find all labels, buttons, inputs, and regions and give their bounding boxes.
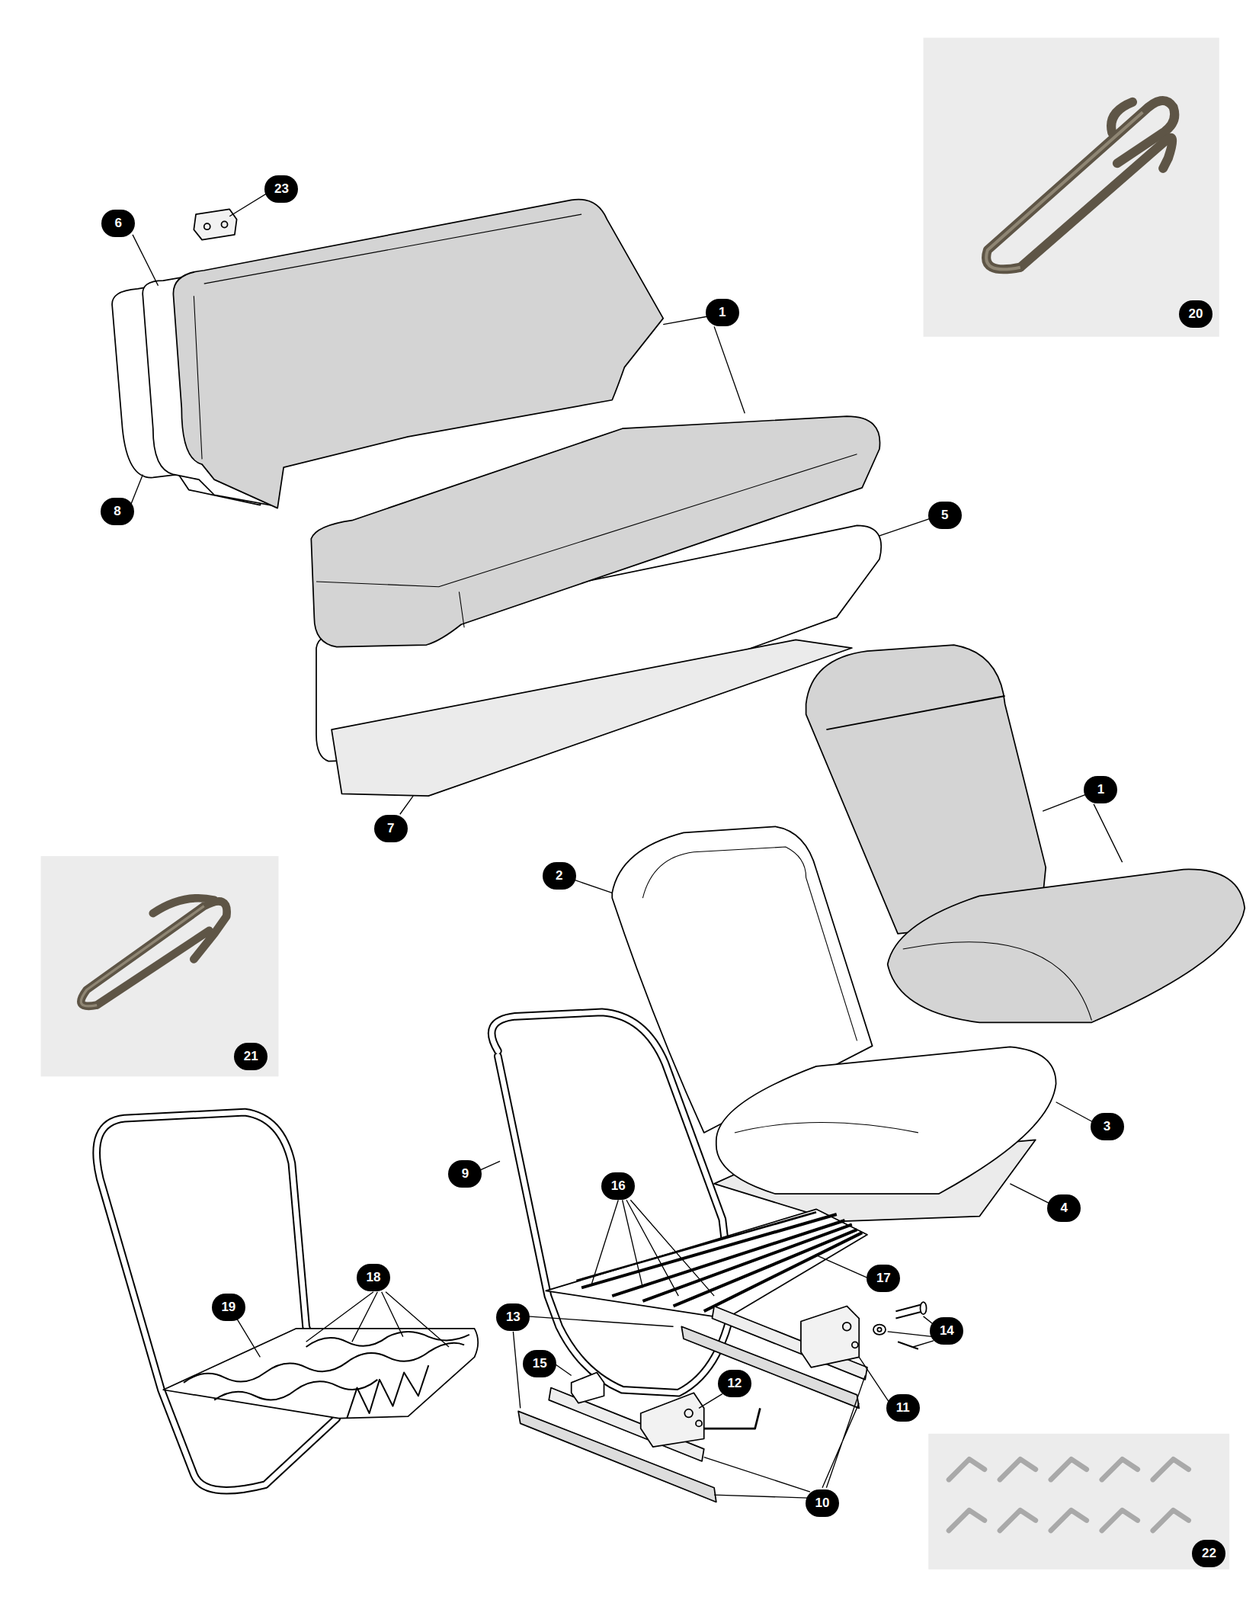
callout-number: 12 xyxy=(717,1369,752,1397)
callout-number: 7 xyxy=(374,814,408,843)
callout-number: 19 xyxy=(211,1293,246,1321)
callout-number: 22 xyxy=(1191,1539,1226,1567)
callout-number: 11 xyxy=(886,1393,920,1422)
callout-number: 20 xyxy=(1178,300,1213,328)
callout-number: 8 xyxy=(100,497,135,526)
callout-number: 18 xyxy=(356,1263,391,1292)
callout-number: 13 xyxy=(496,1303,530,1331)
callout-number: 21 xyxy=(233,1042,268,1070)
callout-number: 1 xyxy=(1083,775,1118,804)
callout-number: 17 xyxy=(866,1264,901,1292)
callout-number: 14 xyxy=(929,1316,964,1345)
callout-number: 3 xyxy=(1090,1112,1125,1141)
callout-number: 16 xyxy=(601,1172,635,1200)
callout-number: 15 xyxy=(522,1349,557,1378)
callout-number: 6 xyxy=(101,209,135,238)
callout-number: 4 xyxy=(1047,1194,1081,1222)
callout-number: 2 xyxy=(542,861,577,890)
callout-number: 23 xyxy=(264,175,298,203)
callout-number: 1 xyxy=(705,298,740,327)
callout-number: 5 xyxy=(928,501,962,529)
callout-number: 10 xyxy=(805,1489,840,1517)
callout-number: 9 xyxy=(448,1159,482,1188)
